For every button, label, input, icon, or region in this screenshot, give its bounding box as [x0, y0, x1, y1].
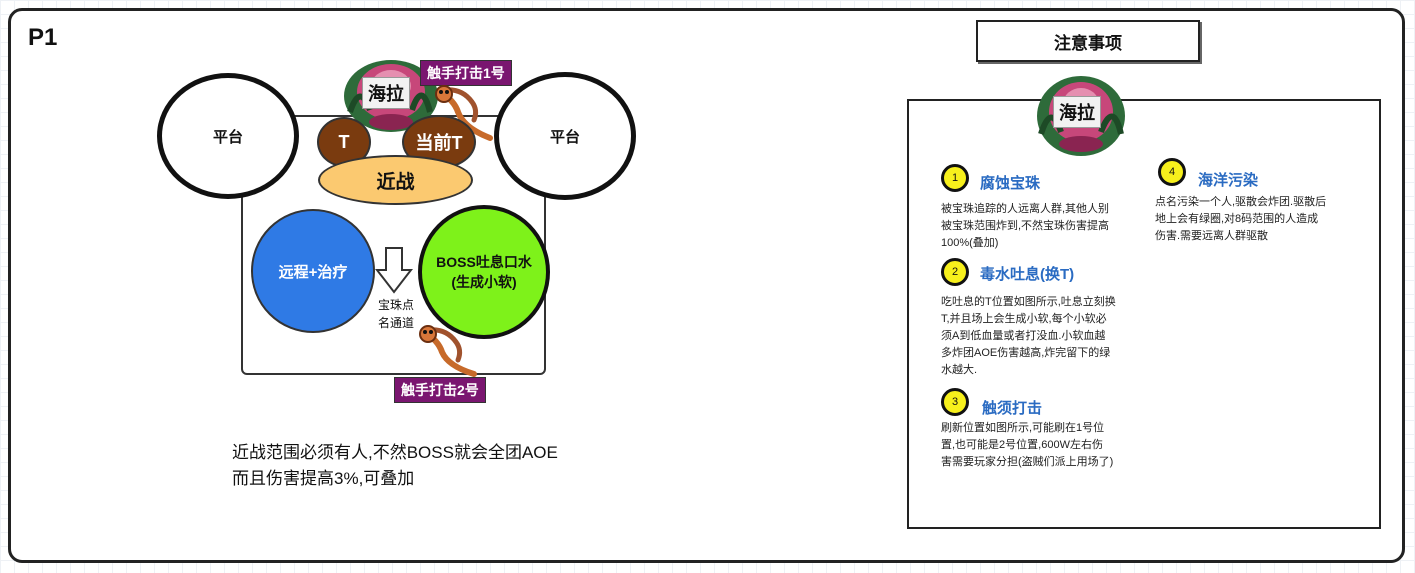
note-2-desc-line: 水越大. [941, 364, 978, 376]
orb-path-line2: 名通道 [378, 316, 415, 330]
note-2-desc-line: 须A到低血量或者打没血.小软血越 [941, 330, 1106, 342]
tentacle-1-icon [435, 85, 493, 141]
note-4-desc: 点名污染一个人,驱散会炸团.驱散后 地上会有绿圈,对8码范围的人造成 伤害.需要… [1155, 194, 1326, 245]
note-4-desc-line: 地上会有绿圈,对8码范围的人造成 [1155, 213, 1319, 225]
tentacle-1-tag: 触手打击1号 [420, 60, 512, 86]
note-1-desc: 被宝珠追踪的人远离人群,其他人别 被宝珠范围炸到,不然宝珠伤害提高 100%(叠… [941, 201, 1109, 252]
note-2-title: 毒水吐息(换T) [980, 266, 1075, 283]
note-3-title: 触须打击 [982, 400, 1043, 417]
note-3-desc-line: 害需要玩家分担(盗贼们派上用场了) [941, 456, 1114, 468]
note-3-number-badge: 3 [941, 388, 969, 416]
down-arrow-icon [375, 247, 413, 294]
melee-note-line2: 而且伤害提高3%,可叠加 [232, 469, 415, 488]
tank-marker: T [317, 117, 371, 167]
note-2-desc-line: 多炸团AOE伤害越高,炸完留下的绿 [941, 347, 1111, 359]
melee-note: 近战范围必须有人,不然BOSS就会全团AOE 而且伤害提高3%,可叠加 [232, 440, 558, 492]
orb-path-label: 宝珠点 名通道 [378, 296, 414, 332]
boss-breath-zone: BOSS吐息口水 (生成小软) [418, 205, 550, 339]
ranged-heal-zone: 远程+治疗 [251, 209, 375, 333]
breath-label-line2: (生成小软) [451, 274, 517, 290]
phase-title: P1 [28, 24, 58, 51]
note-3-desc: 刷新位置如图所示,可能刷在1号位 置,也可能是2号位置,600W左右伤 害需要玩… [941, 420, 1113, 471]
note-2-desc: 吃吐息的T位置如图所示,吐息立刻换 T,并且场上会生成小软,每个小软必 须A到低… [941, 294, 1116, 379]
note-4-desc-line: 伤害.需要远离人群驱散 [1155, 230, 1269, 242]
breath-label-line1: BOSS吐息口水 [436, 254, 532, 270]
note-1-desc-line: 100%(叠加) [941, 237, 999, 249]
note-1-title: 腐蚀宝珠 [980, 175, 1041, 192]
notes-header: 注意事项 [976, 20, 1200, 62]
boss-label: 海拉 [362, 77, 410, 109]
platform-right: 平台 [494, 72, 636, 200]
note-1-number-badge: 1 [941, 164, 969, 192]
note-4-title: 海洋污染 [1198, 172, 1259, 189]
melee-zone: 近战 [318, 155, 473, 205]
note-3-desc-line: 刷新位置如图所示,可能刷在1号位 [941, 422, 1105, 434]
note-3-desc-line: 置,也可能是2号位置,600W左右伤 [941, 439, 1103, 451]
tentacle-2-icon [419, 325, 477, 377]
orb-path-line1: 宝珠点 [378, 298, 415, 312]
note-4-number-badge: 4 [1158, 158, 1186, 186]
note-4-desc-line: 点名污染一个人,驱散会炸团.驱散后 [1155, 196, 1327, 208]
note-1-desc-line: 被宝珠范围炸到,不然宝珠伤害提高 [941, 220, 1110, 232]
melee-note-line1: 近战范围必须有人,不然BOSS就会全团AOE [232, 443, 558, 462]
tentacle-2-tag: 触手打击2号 [394, 377, 486, 403]
note-2-desc-line: 吃吐息的T位置如图所示,吐息立刻换 [941, 296, 1116, 308]
note-2-number-badge: 2 [941, 258, 969, 286]
platform-left: 平台 [157, 73, 299, 199]
note-1-desc-line: 被宝珠追踪的人远离人群,其他人别 [941, 203, 1110, 215]
notes-panel [907, 99, 1381, 529]
notes-boss-label: 海拉 [1053, 96, 1101, 128]
note-2-desc-line: T,并且场上会生成小软,每个小软必 [941, 313, 1107, 325]
